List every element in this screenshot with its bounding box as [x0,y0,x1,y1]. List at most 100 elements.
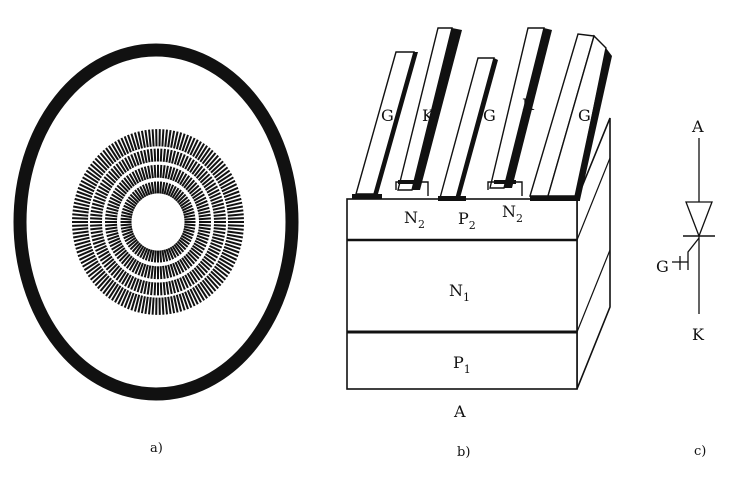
wafer-top-view [20,50,292,394]
ring-2-segment [201,174,210,182]
ring-2-segment [214,215,226,216]
ring-4-segment [160,182,161,194]
finger-label-cathode-1: K [422,106,435,125]
caption-c: c) [694,444,706,459]
ring-3-segment [148,266,150,279]
ring-1-segment [162,298,163,315]
ring-2-segment [155,282,156,295]
ring-2-segment [214,228,226,229]
finger-label-gate-3: G [578,106,591,125]
ring-2-segment [213,211,225,213]
ring-3-segment [163,266,165,279]
ring-3-segment [161,165,162,178]
ring-4-segment [184,224,195,225]
ring-3-segment [155,266,156,279]
ring-3-segment [199,218,211,219]
ring-2-segment [151,149,152,162]
anode-label: A [453,402,466,421]
ring-2-segment [151,282,152,295]
ring-2-segment [91,207,103,210]
ring-2-segment [213,231,225,233]
ring-2-segment [201,261,210,269]
ring-2-segment [91,234,103,237]
ring-4-segment [121,215,132,217]
ring-1-segment [149,130,151,147]
ring-2-segment [214,225,226,226]
ring-3-segment [106,211,118,213]
ring-2-segment [148,149,150,162]
ring-3-segment [151,165,153,178]
ring-1-segment [227,235,243,238]
ring-1-segment [171,296,174,313]
symbol-gate-label: G [656,257,669,276]
ring-1-segment [72,228,88,230]
ring-2-segment [164,282,165,295]
ring-2-segment [90,215,102,216]
ring-2-segment [213,207,225,210]
ring-2-segment [106,261,115,269]
ring-1-segment [227,207,243,210]
ring-2-segment [213,234,225,237]
ring-2-segment [90,218,102,219]
ring-1-segment [153,129,154,146]
ring-4-segment [152,250,154,262]
ring-3-segment [198,230,210,232]
ring-2-segment [91,211,103,213]
ring-2-segment [106,174,115,182]
ring-4-segment [155,251,156,263]
ring-1-segment [228,214,244,216]
ring-1-segment [73,235,89,238]
ring-4-segment [184,215,195,217]
ring-4-segment [121,227,132,229]
ring-4-segment [121,224,132,225]
ring-1-segment [73,232,89,234]
ring-2-segment [164,149,165,162]
ring-2-segment [161,149,162,162]
ring-3-segment [199,228,211,230]
ring-4-segment [155,182,156,194]
ring-3-segment [161,266,162,279]
ring-1-segment [149,297,151,314]
ring-2-segment [90,228,102,229]
ring-2-segment [161,282,162,295]
ring-4-segment [121,219,132,220]
ring-1-segment [72,218,88,219]
ring-2-segment [144,281,146,294]
ring-4-segment [152,182,154,194]
wafer-outer-ring [20,50,292,394]
ring-4-segment [162,182,164,194]
finger-label-cathode-2: K [522,95,535,114]
ring-1-segment [168,130,170,147]
caption-a: a) [150,441,163,456]
ring-2-segment [144,150,146,163]
ring-3-segment [105,228,117,230]
ring-1-segment [73,210,89,212]
concentric-gate-cathode-rings [72,129,244,315]
ring-1-segment [72,214,88,216]
ring-2-segment [167,282,169,295]
ring-1-segment [228,228,244,230]
ring-1-segment [142,296,145,313]
ring-3-segment [166,266,168,279]
finger-label-gate-2: G [483,106,496,125]
ring-3-segment [106,230,118,232]
ring-4-segment [184,227,195,229]
ring-1-segment [165,297,167,314]
ring-2-segment [167,149,169,162]
ring-1-segment [227,210,243,212]
ring-1-segment [145,297,147,314]
ring-1-segment [145,130,147,147]
ring-1-segment [72,225,88,226]
ring-1-segment [171,131,174,148]
ring-4-segment [162,250,164,262]
symbol-cathode-label: K [692,325,705,344]
caption-b: b) [457,445,470,460]
ring-2-segment [169,281,171,294]
diode-triangle [686,202,712,236]
ring-4-segment [184,219,195,220]
ring-2-segment [155,149,156,162]
ring-2-segment [169,150,171,163]
ring-1-segment [228,218,244,219]
ring-1-segment [165,130,167,147]
